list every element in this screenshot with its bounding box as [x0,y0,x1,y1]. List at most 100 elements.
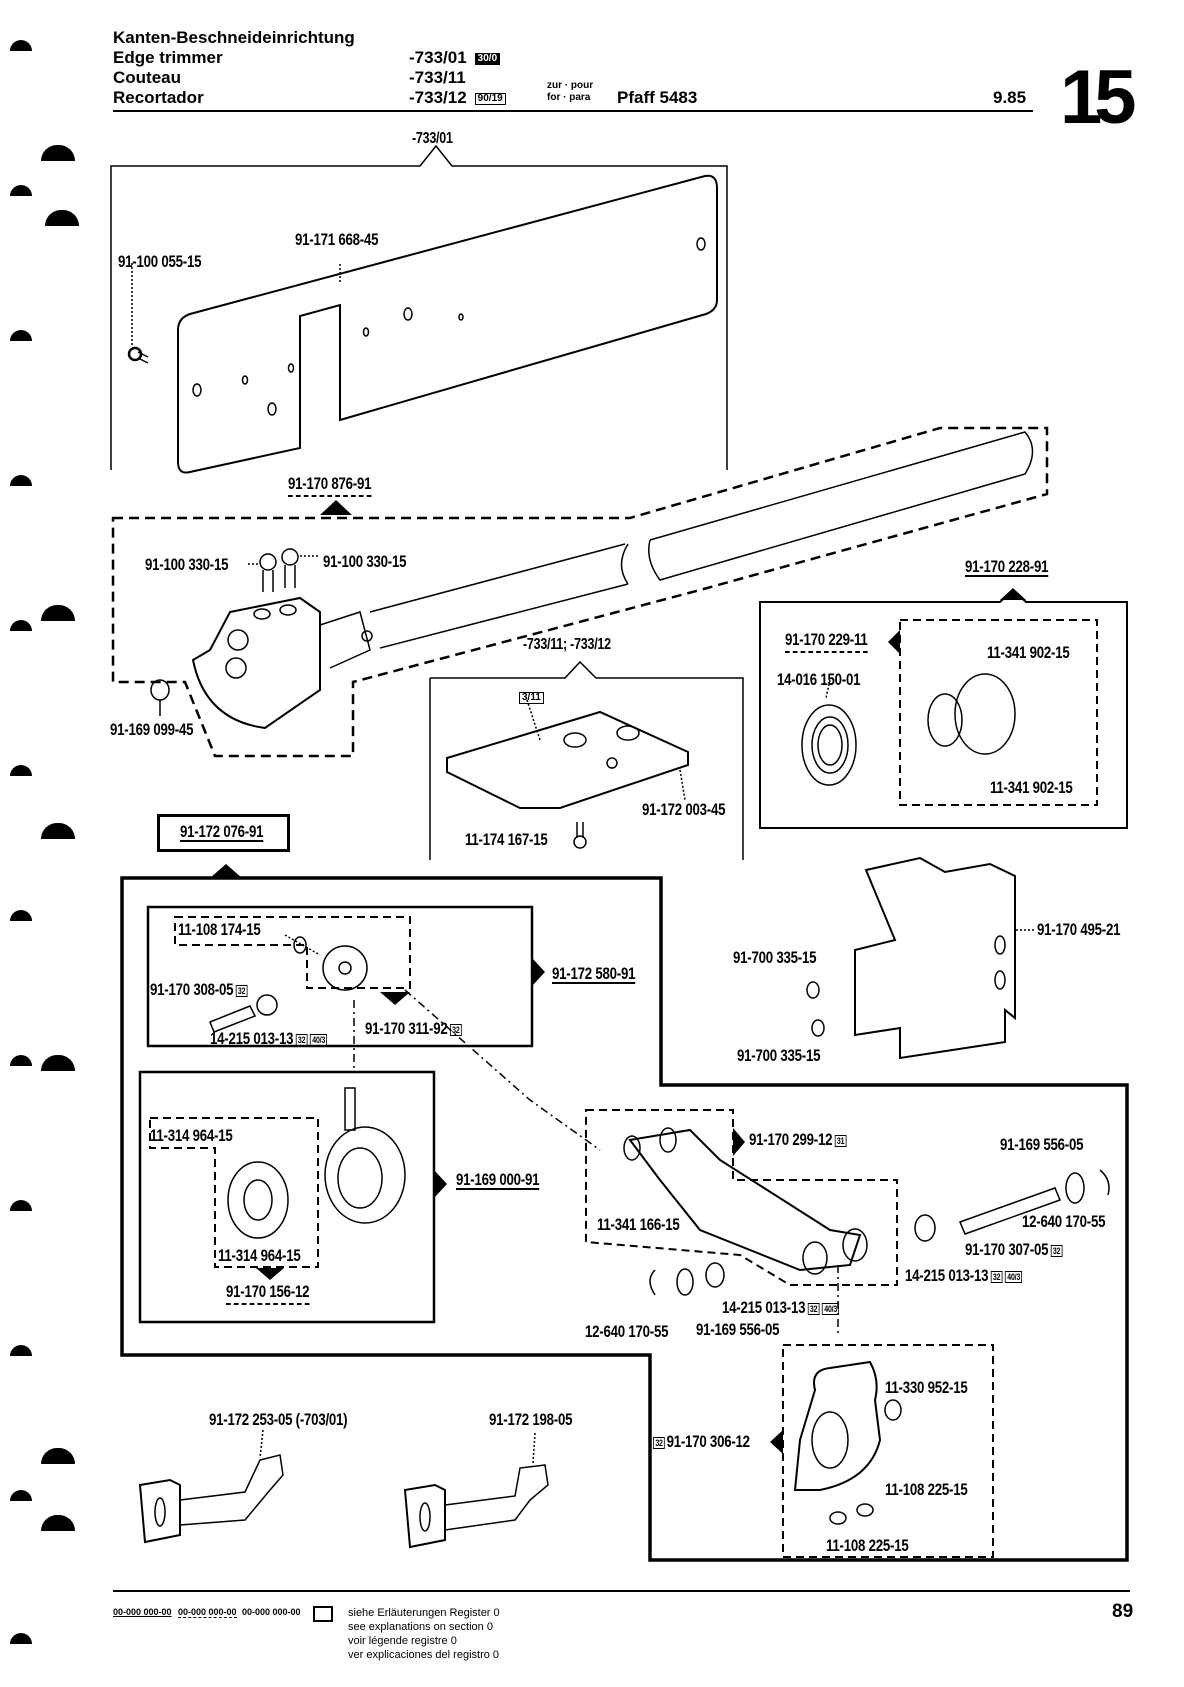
reference-badge: 31 [834,1134,847,1147]
crank [322,945,368,991]
reference-badge: 32 [807,1302,820,1315]
shaft-left [369,543,629,649]
section-number: 15 [1060,55,1136,140]
part-label[interactable]: 11-341 902-15 [990,778,1073,797]
up-arrow-icon [320,500,352,515]
binding-hole [41,1055,75,1071]
part-label[interactable]: 91-169 099-45 [110,720,194,739]
plate-hole [362,327,370,337]
screw-thread [262,565,296,592]
guard-screw-head [806,981,820,999]
reference-badge: 32 [295,1033,308,1046]
plate-hole [696,237,706,251]
part-label[interactable]: 91-169 556-05 [696,1320,780,1339]
part-label[interactable]: 91-172 003-45 [642,800,726,819]
clamp-subframe [782,1344,994,1558]
binding-hole [10,765,32,776]
main-assembly-frame [120,876,1129,1562]
plate-hole [192,383,202,397]
part-label[interactable]: 12-640 170-55 [1022,1212,1106,1231]
assembly-label[interactable]: 91-170 156-12 [226,1282,309,1305]
issue-date: 9.85 [993,88,1027,107]
leader-line [259,1429,264,1459]
guard-plate [854,856,1016,1060]
part-label[interactable]: 11-174 167-15 [465,830,548,849]
assembly-label[interactable]: 91-170 228-91 [965,557,1049,576]
washer [1065,1172,1085,1204]
part-label[interactable]: 11-108 174-15 [178,920,261,939]
leader-line [248,555,320,565]
part-label[interactable]: 91-100 330-15 [145,555,229,574]
part-label[interactable]: 11-341 902-15 [987,643,1070,662]
knife-b-holder [403,1483,446,1549]
part-label[interactable]: 91-700 335-15 [733,948,817,967]
center-line [404,989,601,1151]
retaining-ring [649,1269,656,1296]
binding-hole [41,823,75,839]
left-arrow-icon [888,630,900,654]
roller-pin [209,1005,257,1033]
assembly-label[interactable]: 91-170 876-91 [288,474,371,497]
subplate-hole [606,757,618,769]
assembly-label[interactable]: 91-172 580-91 [552,964,636,983]
clamp-screw [829,1511,847,1525]
up-arrow-icon [210,864,242,878]
retaining-ring [1099,1169,1110,1196]
part-label[interactable]: 91-170 495-21 [1037,920,1121,939]
title-de: Kanten-Beschneideinrichtung [113,28,355,47]
part-label[interactable]: 11-314 964-15 [150,1126,233,1145]
part-label[interactable]: 11-314 964-15 [218,1246,301,1265]
part-label[interactable]: 91-100 330-15 [323,552,407,571]
screw-thread [137,351,149,364]
for-label: zur · pour for · para [547,80,594,103]
part-label[interactable]: 12-640 170-55 [585,1322,669,1341]
title-es: Recortador [113,88,204,107]
binding-hole [10,475,32,486]
collar-group-frame [138,1070,436,1324]
ball-bearing-outer [801,704,857,786]
shaft-right [648,431,1034,581]
part-label[interactable]: 91-171 668-45 [295,230,379,249]
assembly-label[interactable]: 91-172 076-91 [180,822,264,841]
part-label[interactable]: 91-100 055-15 [118,252,202,271]
part-label[interactable]: 11-108 225-15 [826,1536,909,1555]
part-label[interactable]: 91-172 253-05 (-703/01) [209,1410,348,1429]
part-label[interactable]: 11-341 166-15 [597,1215,680,1234]
crank-group-frame [146,905,534,1048]
reference-badge: 40/3 [1004,1270,1023,1283]
block-hole [227,629,249,651]
reference-badge: 40/3 [309,1033,328,1046]
knife-b-slot [419,1502,431,1532]
shaft-assembly-frame [111,426,1049,758]
right-arrow-icon [434,1170,447,1198]
bushing-subframe [899,619,1098,806]
assembly-label[interactable]: 91-170 229-11 [785,630,868,653]
knife-a-holder [138,1478,181,1544]
eccentric-hub [337,1147,383,1209]
part-label[interactable]: 11-330 952-15 [885,1378,968,1397]
part-label[interactable]: 91-700 335-15 [737,1046,821,1065]
ball-bearing-inner [811,716,849,774]
part-label[interactable]: 14-016 150-01 [777,670,861,689]
header-rule [113,110,1033,112]
eccentric [324,1126,406,1224]
assembly-label[interactable]: 91-169 000-91 [456,1170,540,1189]
part-label[interactable]: 91-172 198-05 [489,1410,573,1429]
binding-hole [41,605,75,621]
left-arrow-icon [770,1430,783,1454]
part-label[interactable]: 11-108 225-15 [885,1480,968,1499]
part-label[interactable]: 91-169 556-05 [1000,1135,1084,1154]
set-collar-bore [243,1179,273,1221]
screw-head [573,835,587,849]
page-number: 89 [1112,1601,1134,1622]
